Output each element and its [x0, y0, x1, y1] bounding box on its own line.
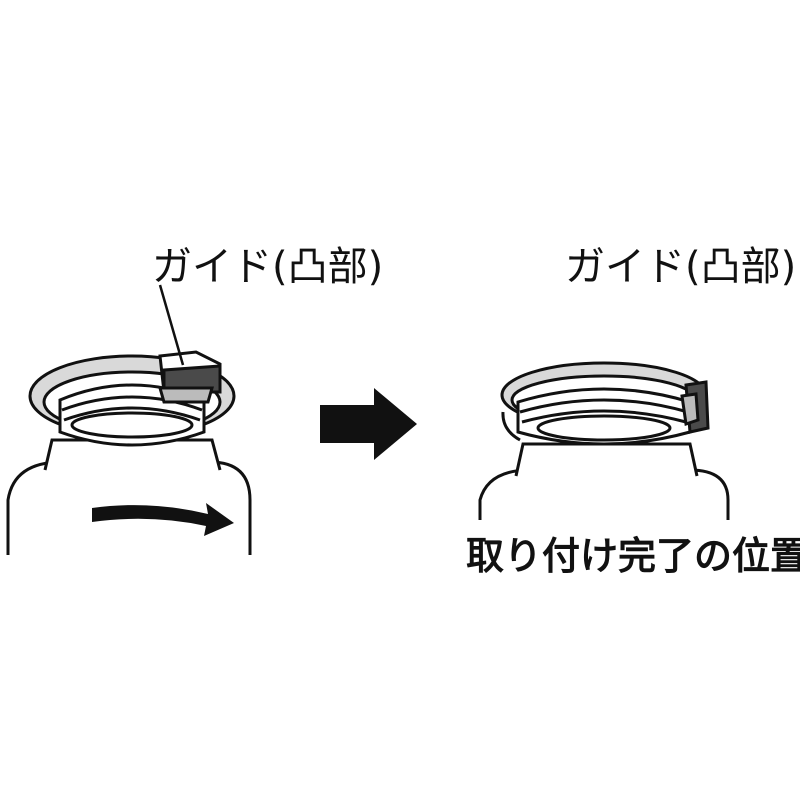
right-guide-tab	[680, 380, 710, 434]
left-guide-leader	[158, 284, 185, 366]
installation-complete-caption: 取り付け完了の位置	[466, 534, 800, 578]
right-arrow-icon	[320, 388, 417, 460]
curved-arrow-icon	[92, 503, 234, 536]
right-guide-label: ガイド(凸部)	[565, 244, 797, 290]
right-ring	[500, 361, 708, 446]
right-bottle	[478, 442, 730, 520]
left-guide-tab	[158, 350, 222, 404]
left-guide-label: ガイド(凸部)	[152, 244, 384, 290]
left-bottle	[6, 438, 252, 555]
